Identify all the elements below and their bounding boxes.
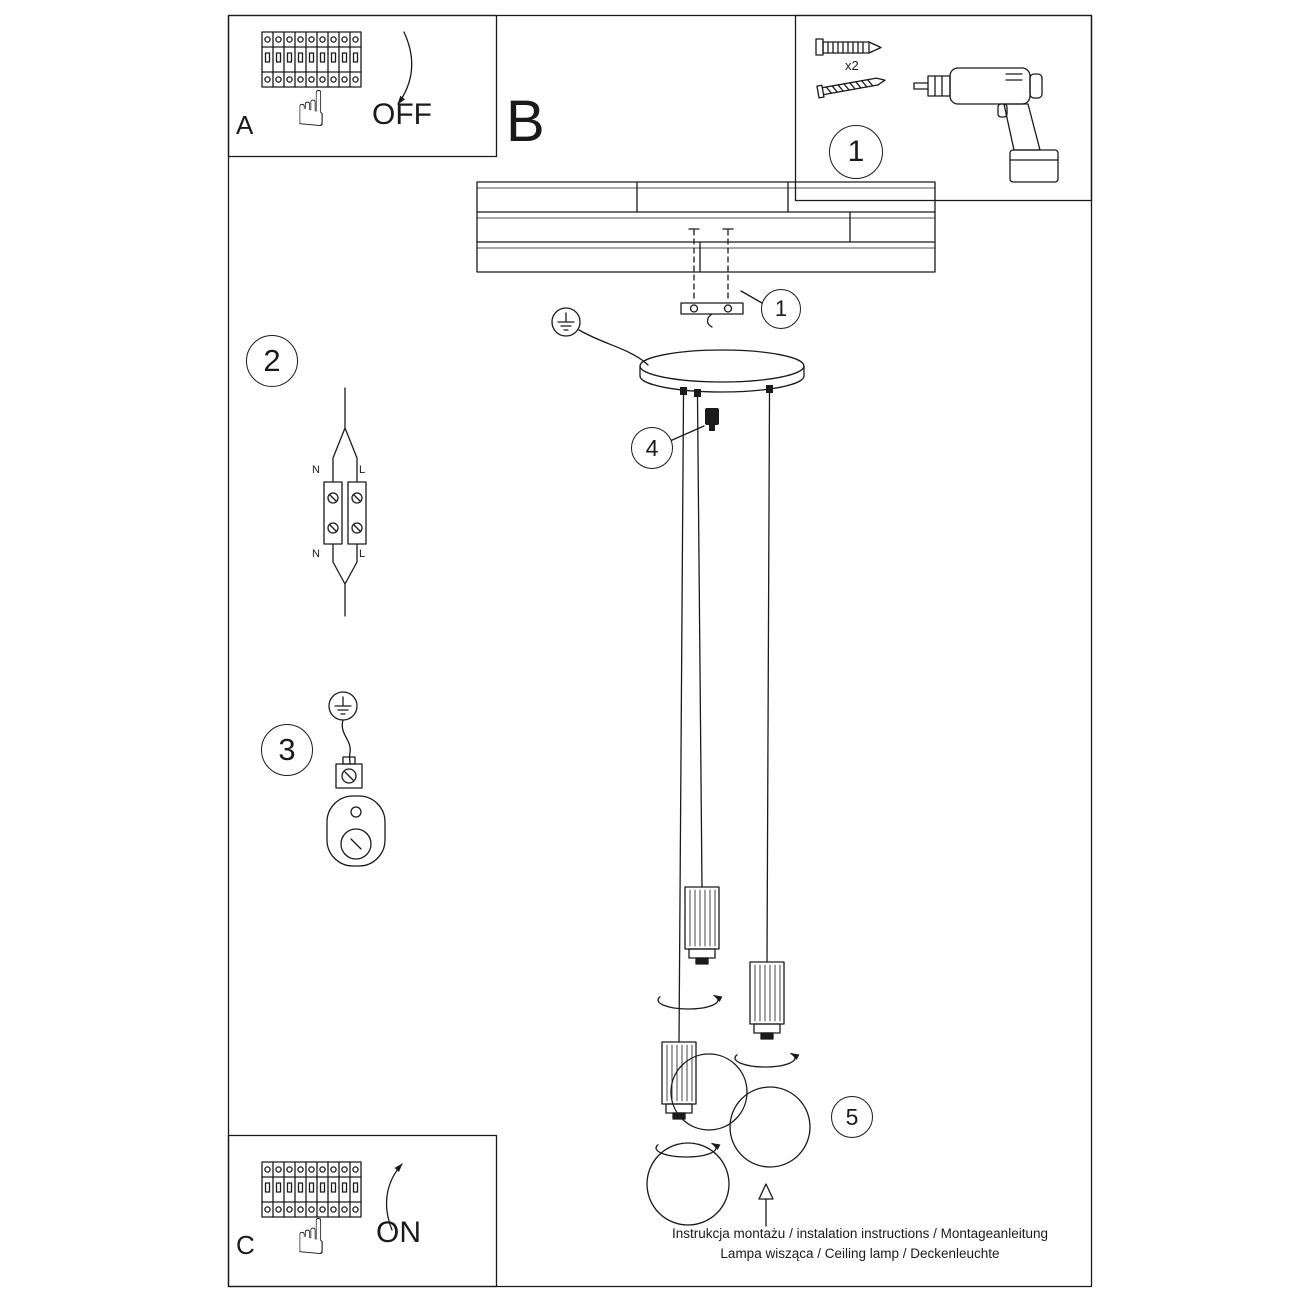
panel-c-label: C xyxy=(236,1230,255,1260)
lamp-holder-3 xyxy=(661,1041,697,1120)
footer-line-2: Lampa wisząca / Ceiling lamp / Deckenleu… xyxy=(720,1246,1000,1261)
page-border xyxy=(227,14,1093,1288)
insert-arrow-icon xyxy=(758,1183,774,1227)
pointing-hand-icon: ☝ xyxy=(296,80,327,138)
lamp-holder-2 xyxy=(749,961,785,1040)
callout-bracket-badge: 1 xyxy=(761,289,801,329)
mounting-bracket xyxy=(680,302,744,328)
wall-plug-icon xyxy=(815,38,882,56)
step-earth-badge: 3 xyxy=(261,724,313,776)
callout-grip-badge: 4 xyxy=(631,427,673,469)
lamp-holder-1 xyxy=(684,886,720,965)
pointing-hand-2-icon: ☝ xyxy=(296,1208,327,1266)
callout-4-leader xyxy=(669,425,705,442)
breaker-panel-a xyxy=(261,31,362,88)
earth-symbol-icon xyxy=(551,307,581,337)
callout-1-leader xyxy=(740,290,763,304)
ceiling-section xyxy=(476,181,936,273)
switch-on-arrow-icon xyxy=(385,1163,403,1231)
panel-a-label: A xyxy=(236,110,254,140)
screw-icon xyxy=(816,77,886,99)
wire-label-l-bottom: L xyxy=(359,548,366,560)
wire-label-n-top: N xyxy=(312,464,320,476)
callout-bulb-badge: 5 xyxy=(831,1096,873,1138)
kit-step-badge: 1 xyxy=(829,125,883,179)
bulb-1 xyxy=(670,1053,748,1131)
rotate-arrow-2-icon xyxy=(735,1054,795,1068)
cable-grip xyxy=(705,408,719,431)
rotate-arrow-1-icon xyxy=(658,996,718,1010)
wire-connector-diagram xyxy=(323,387,367,617)
power-off-label: OFF xyxy=(372,98,432,131)
earth-terminal-diagram xyxy=(326,719,386,867)
power-on-label: ON xyxy=(376,1216,421,1249)
bulb-2 xyxy=(729,1086,811,1168)
drill-icon xyxy=(913,67,1059,183)
footer-line-1: Instrukcja montażu / instalation instruc… xyxy=(672,1226,1048,1241)
panel-a-frame xyxy=(227,14,498,158)
section-b-label: B xyxy=(506,89,545,154)
switch-off-arrow-icon xyxy=(397,31,413,105)
dowel-quantity-label: x2 xyxy=(845,58,859,73)
bulb-3 xyxy=(646,1142,730,1226)
ceiling-canopy xyxy=(639,349,805,393)
wire-label-l-top: L xyxy=(359,464,366,476)
step-wiring-badge: 2 xyxy=(246,335,298,387)
suspension-cables xyxy=(678,392,771,1043)
footer-text: Instrukcja montażu / instalation instruc… xyxy=(630,1224,1090,1264)
panel-c-frame xyxy=(227,1134,498,1288)
kit-frame xyxy=(794,14,1093,202)
earth-symbol-2-icon xyxy=(328,691,358,721)
mounting-screws xyxy=(688,228,734,299)
cable-glands xyxy=(680,385,773,397)
wire-label-n-bottom: N xyxy=(312,548,320,560)
earth-wire xyxy=(578,329,649,366)
